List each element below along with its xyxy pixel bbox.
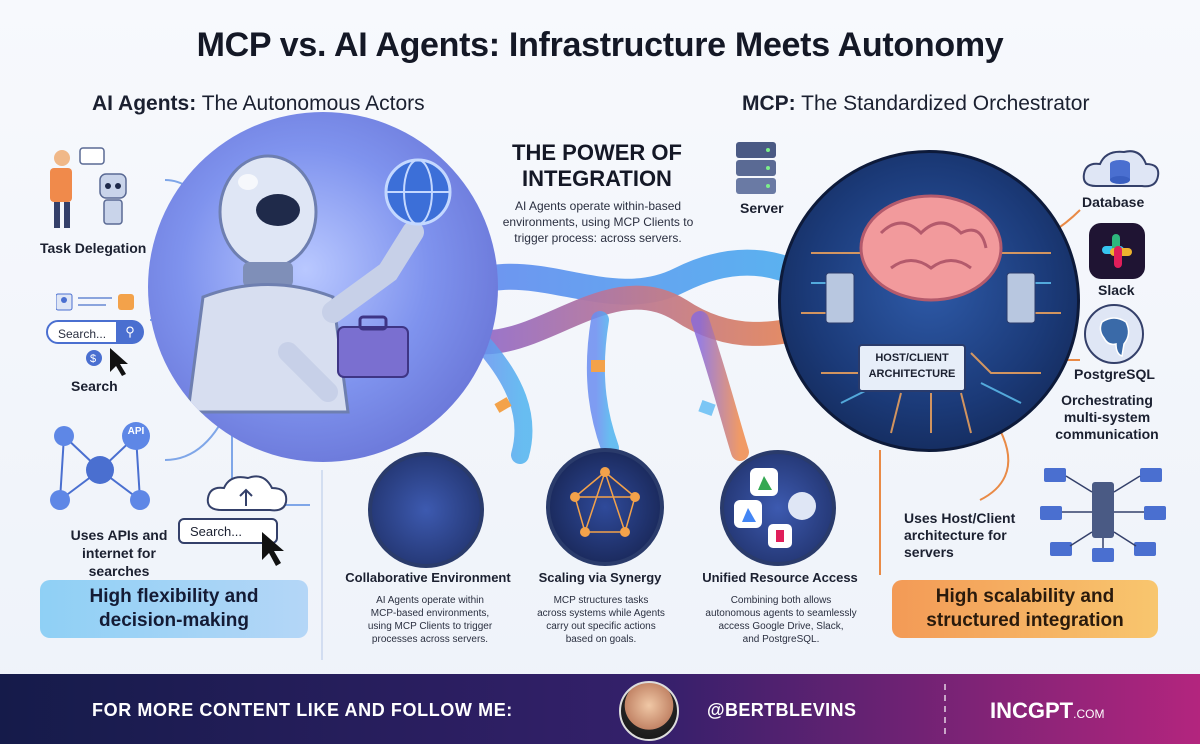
cursor-icon <box>262 532 284 566</box>
brand-suffix: .COM <box>1073 707 1105 721</box>
uses-apis-line2: internet for searches <box>82 545 156 579</box>
feature-desc-line: MCP structures tasks <box>553 595 649 606</box>
mcp-heading: MCP: The Standardized Orchestrator <box>742 92 1089 116</box>
integration-desc-line2: environments, using MCP Clients to <box>502 215 694 229</box>
database-label: Database <box>1082 194 1145 210</box>
feature-desc-line: and PostgreSQL. <box>742 634 820 645</box>
search-placeholder-text-2: Search... <box>190 524 243 539</box>
feature-title-collaborative: Collaborative Environment <box>345 570 511 585</box>
postgresql-icon <box>1084 304 1144 364</box>
uses-apis-label: Uses APIs and internet for searches <box>54 526 184 580</box>
feature-desc-line: autonomous agents to seamlessly <box>705 608 857 619</box>
integration-heading: THE POWER OF INTEGRATION <box>486 140 708 192</box>
slack-icon <box>1089 223 1145 279</box>
social-handle-link[interactable]: @BERTBLEVINS <box>707 700 857 720</box>
orchestrating-line1: Orchestrating <box>1061 392 1153 408</box>
feature-title-scaling: Scaling via Synergy <box>538 570 662 585</box>
uses-apis-line1: Uses APIs and <box>70 527 168 543</box>
database-icon <box>1082 150 1160 188</box>
svg-text:$: $ <box>90 353 96 365</box>
footer-banner <box>0 674 1200 744</box>
mcp-heading-rest: The Standardized Orchestrator <box>795 92 1090 115</box>
task-delegation-icon <box>50 147 127 228</box>
agents-heading-bold: AI Agents: <box>92 92 197 115</box>
dollar-coin-icon: $ <box>86 348 128 376</box>
feature-desc-line: carry out specific actions <box>546 621 656 632</box>
brand-name: INCGPT <box>990 698 1074 723</box>
feature-desc-line: MCP-based environments, <box>370 608 490 619</box>
integration-heading-line1: THE POWER OF <box>512 140 682 165</box>
search-label: Search <box>71 378 118 394</box>
integration-desc-line3: trigger process: across servers. <box>514 231 682 245</box>
mcp-orchestrator-illustration <box>778 150 1080 452</box>
host-client-box: HOST/CLIENT ARCHITECTURE <box>858 344 966 392</box>
agents-heading-rest: The Autonomous Actors <box>196 92 425 115</box>
host-client-line2: ARCHITECTURE <box>868 368 956 380</box>
resource-apps-icon <box>734 468 816 548</box>
feature-title-unified: Unified Resource Access <box>702 570 858 585</box>
api-network-icon <box>50 422 150 510</box>
uses-host-label: Uses Host/Client architecture for server… <box>904 510 1015 561</box>
flex-line1: High flexibility and <box>89 586 259 607</box>
host-client-line1: HOST/CLIENT <box>875 352 949 364</box>
orchestrating-label: Orchestrating multi-system communication <box>1052 392 1162 443</box>
scalability-callout: High scalability and structured integrati… <box>892 580 1158 638</box>
footer-divider <box>944 684 946 734</box>
feature-desc-line: across systems while Agents <box>537 608 665 619</box>
robot-icon <box>186 154 452 414</box>
feature-desc-collaborative: AI Agents operate within MCP-based envir… <box>338 594 522 646</box>
server-icon <box>736 142 776 194</box>
server-network-icon <box>1040 468 1166 562</box>
brain-icon <box>801 194 1061 434</box>
feature-desc-line: access Google Drive, Slack, <box>718 621 844 632</box>
page-title: MCP vs. AI Agents: Infrastructure Meets … <box>196 26 1004 64</box>
ai-agent-illustration <box>148 112 498 462</box>
search-icon: ⚲ <box>116 320 144 344</box>
network-mesh-icon <box>570 467 640 537</box>
integration-desc-line1: AI Agents operate within-based <box>514 199 682 213</box>
feature-desc-scaling: MCP structures tasks across systems whil… <box>516 594 686 646</box>
feature-desc-line: using MCP Clients to trigger <box>367 621 493 632</box>
search-bar-sample-2: Search... <box>178 518 278 544</box>
footer-cta: FOR MORE CONTENT LIKE AND FOLLOW ME: <box>92 700 513 720</box>
integration-heading-line2: INTEGRATION <box>522 166 672 191</box>
brand-link[interactable]: INCGPT.COM <box>990 698 1104 724</box>
feature-desc-line: processes across servers. <box>371 634 489 645</box>
flex-line2: decision-making <box>99 610 249 631</box>
unified-resource-icon <box>720 450 836 566</box>
slack-label: Slack <box>1098 282 1135 298</box>
feature-desc-line: based on goals. <box>565 634 637 645</box>
orchestrating-line3: communication <box>1055 426 1159 442</box>
profile-form-icon <box>56 293 134 311</box>
postgresql-label: PostgreSQL <box>1074 366 1155 382</box>
collaborative-environment-icon <box>368 452 484 568</box>
api-badge: API <box>127 426 145 437</box>
scal-line2: structured integration <box>926 610 1124 631</box>
scaling-network-icon <box>546 448 664 566</box>
uses-host-line3: servers <box>904 544 954 560</box>
search-placeholder-text: Search... <box>58 327 107 341</box>
orchestrating-line2: multi-system <box>1063 409 1151 425</box>
avatar[interactable] <box>619 681 679 741</box>
server-label: Server <box>740 200 784 216</box>
feature-desc-line: AI Agents operate within <box>376 595 484 606</box>
uses-host-line2: architecture for <box>904 527 1007 543</box>
feature-desc-line: Combining both allows <box>730 595 832 606</box>
integration-description: AI Agents operate within-based environme… <box>470 198 726 246</box>
task-delegation-label: Task Delegation <box>40 240 147 256</box>
feature-desc-unified: Combining both allows autonomous agents … <box>686 594 876 646</box>
mcp-heading-bold: MCP: <box>742 92 796 115</box>
agents-heading: AI Agents: The Autonomous Actors <box>92 92 425 116</box>
cloud-upload-icon <box>206 475 288 512</box>
uses-host-line1: Uses Host/Client <box>904 510 1016 526</box>
scal-line1: High scalability and <box>935 586 1115 607</box>
flexibility-callout: High flexibility and decision-making <box>40 580 308 638</box>
